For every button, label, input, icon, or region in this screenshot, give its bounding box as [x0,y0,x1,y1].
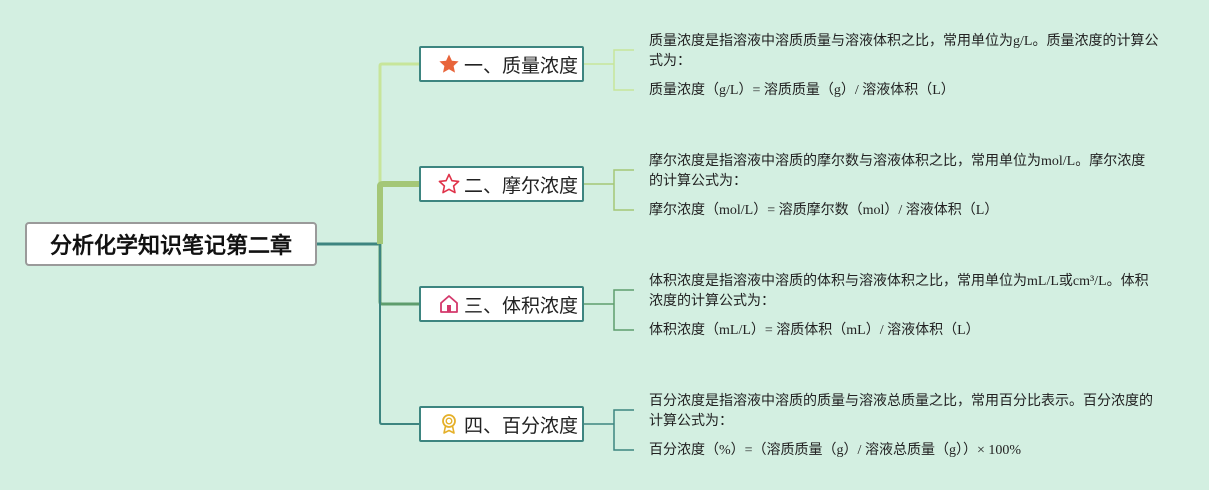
topic-percent-concentration[interactable]: 四、百分浓度 [419,406,584,442]
note-percent-concentration: 百分浓度是指溶液中溶质的质量与溶液总质量之比，常用百分比表示。百分浓度的计算公式… [649,392,1159,461]
branch-2-connector [377,181,419,244]
root-topic[interactable]: 分析化学知识笔记第二章 [25,222,317,266]
branch-4-connector [379,244,419,425]
note-bracket-1 [584,49,634,91]
topic-volume-concentration[interactable]: 三、体积浓度 [419,286,584,322]
note-volume-concentration: 体积浓度是指溶液中溶质的体积与溶液体积之比，常用单位为mL/L或cm³/L。体积… [649,272,1159,341]
topic-label: 三、体积浓度 [464,294,579,317]
note-mass-concentration: 质量浓度是指溶液中溶质质量与溶液体积之比，常用单位为g/L。质量浓度的计算公式为… [649,32,1159,101]
note-description: 摩尔浓度是指溶液中溶质的摩尔数与溶液体积之比，常用单位为mol/L。摩尔浓度的计… [649,154,1146,189]
topic-label: 二、摩尔浓度 [464,174,579,197]
note-bracket-4 [584,409,634,451]
note-formula: 质量浓度（g/L）= 溶质质量（g）/ 溶液体积（L） [649,83,955,98]
note-description: 质量浓度是指溶液中溶质质量与溶液体积之比，常用单位为g/L。质量浓度的计算公式为… [649,34,1159,69]
home-icon [437,292,461,316]
note-formula: 百分浓度（%）=（溶质质量（g）/ 溶液总质量（g））× 100% [649,443,1022,458]
note-description: 体积浓度是指溶液中溶质的体积与溶液体积之比，常用单位为mL/L或cm³/L。体积… [649,274,1149,309]
topic-label: 四、百分浓度 [464,414,579,437]
note-bracket-2 [584,169,634,211]
star-outline-icon [437,172,461,196]
root-title: 分析化学知识笔记第二章 [49,234,292,259]
note-formula: 摩尔浓度（mol/L）= 溶质摩尔数（mol）/ 溶液体积（L） [649,203,999,218]
award-ribbon-icon [437,412,461,436]
note-molar-concentration: 摩尔浓度是指溶液中溶质的摩尔数与溶液体积之比，常用单位为mol/L。摩尔浓度的计… [649,152,1159,221]
topic-label: 一、质量浓度 [464,54,579,77]
branch-1-connector [378,62,419,244]
note-bracket-3 [584,289,634,331]
topic-mass-concentration[interactable]: 一、质量浓度 [419,46,584,82]
note-formula: 体积浓度（mL/L）= 溶质体积（mL）/ 溶液体积（L） [649,323,980,338]
topic-molar-concentration[interactable]: 二、摩尔浓度 [419,166,584,202]
branch-3-connector [378,244,419,306]
star-filled-icon [437,52,461,76]
note-description: 百分浓度是指溶液中溶质的质量与溶液总质量之比，常用百分比表示。百分浓度的计算公式… [649,394,1153,429]
